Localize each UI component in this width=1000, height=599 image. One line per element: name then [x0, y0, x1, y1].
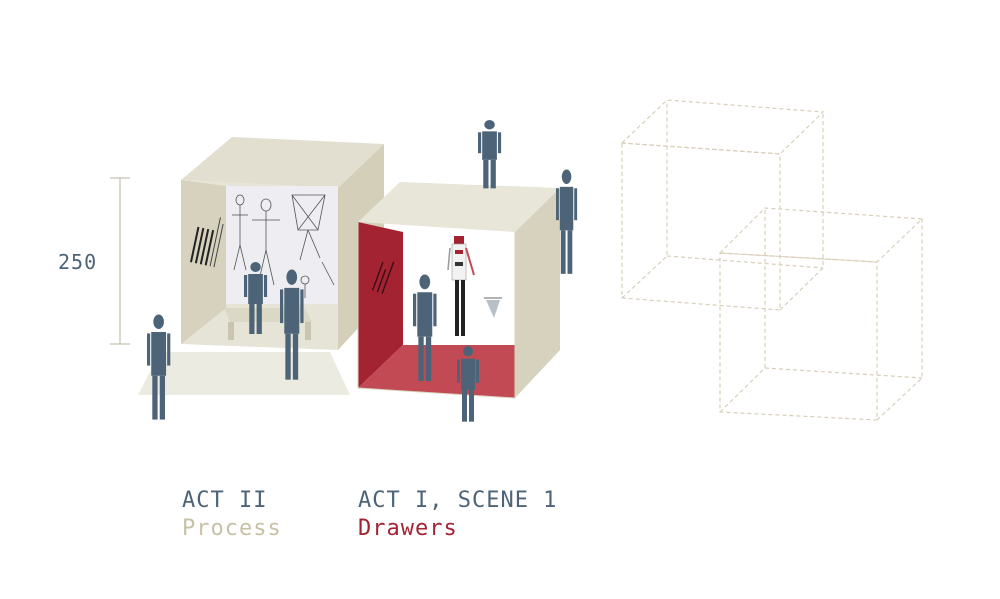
empty-box-outline — [718, 207, 924, 421]
empty-box-outline — [620, 99, 825, 311]
act-i-roof — [358, 182, 560, 232]
act-ii-wall-text — [190, 217, 224, 268]
act-i-left-wall — [358, 222, 403, 388]
sketch-drawings — [232, 194, 335, 298]
act-ii-box — [138, 137, 384, 395]
act-ii-title: ACT II — [182, 488, 268, 513]
act-i-title: ACT I, SCENE 1 — [358, 488, 558, 513]
act-ii-left-wall — [181, 180, 226, 344]
act-i-subtitle: Drawers — [358, 516, 458, 541]
act-ii-subtitle: Process — [182, 516, 282, 541]
dimension-marker — [110, 177, 130, 345]
act-i-wall-text — [372, 261, 395, 294]
hanging-shirt — [484, 297, 502, 318]
act-i-floor — [358, 345, 515, 398]
act-ii-roof — [181, 137, 384, 188]
mannequin — [447, 236, 475, 336]
person-figure — [478, 119, 502, 189]
act-i-right-wall — [515, 188, 560, 398]
dimension-label: 250 — [58, 250, 98, 274]
